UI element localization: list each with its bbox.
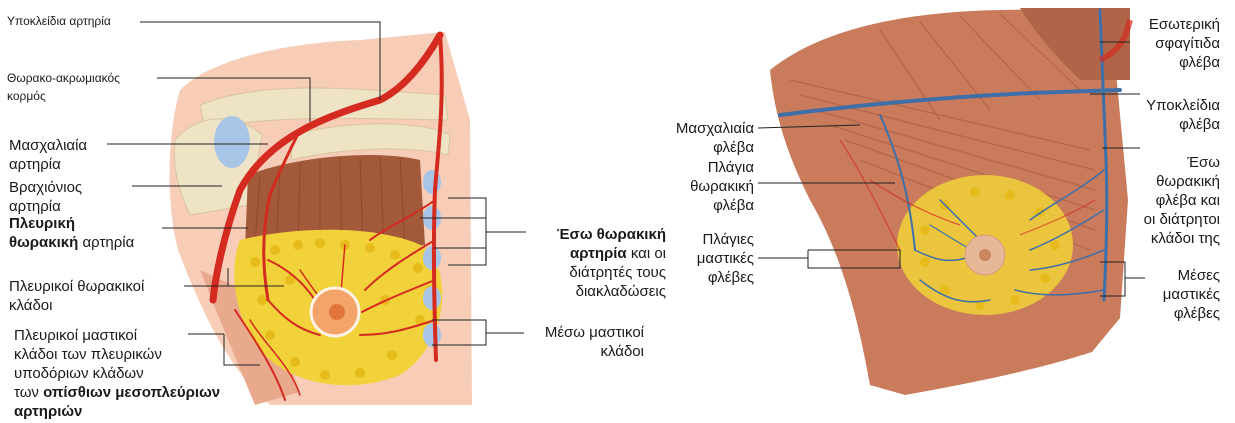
- nipple-right: [979, 249, 991, 261]
- label-axillary-vein-line2: φλέβα: [640, 139, 754, 157]
- label-medial-mammary-line1: Μέσω μαστικοί: [522, 324, 644, 342]
- label-thoracoacromial-line1: Θωρακο-ακρωμιακός: [7, 71, 120, 86]
- label-lateral-thoracic-line1: Πλευρική: [9, 215, 75, 233]
- humeral-head: [214, 116, 250, 168]
- label-lateral-mammary-veins-line2: μαστικές: [640, 250, 754, 268]
- label-internal-thoracic-vein-line2: θωρακική: [1110, 173, 1220, 191]
- label-internal-thoracic-vein-line4: οι διάτρητοι: [1110, 211, 1220, 229]
- label-medial-mammary-veins-line1: Μέσες: [1110, 267, 1220, 285]
- label-subclavian-artery: Υποκλείδια αρτηρία: [7, 14, 111, 29]
- label-internal-thoracic-artery: αρτηρία: [570, 245, 627, 262]
- label-lateral-thoracic-branches-line1: Πλευρικοί θωρακικοί: [9, 278, 144, 296]
- label-internal-thoracic-vein-line3: φλέβα και: [1110, 192, 1220, 210]
- nipple: [329, 304, 345, 320]
- label-lateral-mammary-veins-line3: φλέβες: [640, 269, 754, 287]
- label-internal-jugular-line2: σφαγίτιδα: [1110, 35, 1220, 53]
- label-lateral-thoracic-branches-line2: κλάδοι: [9, 297, 52, 315]
- label-medial-mammary-line2: κλάδοι: [522, 343, 644, 361]
- label-axillary-artery-line1: Μασχαλιαία: [9, 137, 87, 155]
- label-lateral-thoracic-vein-line2: θωρακική: [640, 178, 754, 196]
- label-lateral-mammary-veins-line1: Πλάγιες: [640, 231, 754, 249]
- label-lateral-mammary-line1: Πλευρικοί μαστικοί: [14, 327, 137, 345]
- right-vein-diagram: [758, 8, 1145, 395]
- label-brachial-artery-line1: Βραχιόνιος: [9, 179, 82, 197]
- label-subclavian-vein-line2: φλέβα: [1110, 116, 1220, 134]
- label-lateral-thoracic-vein-line3: φλέβα: [640, 197, 754, 215]
- label-thoracoacromial-line2: κορμός: [7, 89, 46, 104]
- label-lateral-mammary-line2: κλάδοι των πλευρικών: [14, 346, 162, 364]
- label-axillary-vein-line1: Μασχαλιαία: [640, 120, 754, 138]
- label-internal-thoracic-vein-line1: Έσω: [1110, 154, 1220, 172]
- left-artery-diagram: [107, 22, 526, 405]
- label-internal-thoracic-vein-line5: κλάδοι της: [1110, 230, 1220, 248]
- label-lateral-mammary-line4: των οπίσθιων μεσοπλεύριων: [14, 384, 220, 402]
- label-lateral-thoracic-artery: αρτηρία: [78, 234, 134, 251]
- label-lateral-thoracic-bold: θωρακική: [9, 234, 78, 251]
- label-lateral-thoracic-line2: θωρακική αρτηρία: [9, 234, 134, 252]
- label-internal-jugular-line3: φλέβα: [1110, 54, 1220, 72]
- label-lateral-thoracic-vein-line1: Πλάγια: [640, 159, 754, 177]
- label-medial-mammary-veins-line2: μαστικές: [1110, 286, 1220, 304]
- label-subclavian-vein-line1: Υποκλείδια: [1110, 97, 1220, 115]
- label-brachial-artery-line2: αρτηρία: [9, 198, 61, 216]
- label-lateral-mammary-line5: αρτηριών: [14, 403, 82, 421]
- label-lateral-mammary-line3: υποδόριων κλάδων: [14, 365, 144, 383]
- label-lateral-mammary-bold: οπίσθιων μεσοπλεύριων: [43, 384, 220, 401]
- label-internal-jugular-line1: Εσωτερική: [1110, 16, 1220, 34]
- label-lateral-mammary-of: των: [14, 384, 43, 401]
- label-medial-mammary-veins-line3: φλέβες: [1110, 305, 1220, 323]
- label-axillary-artery-line2: αρτηρία: [9, 156, 61, 174]
